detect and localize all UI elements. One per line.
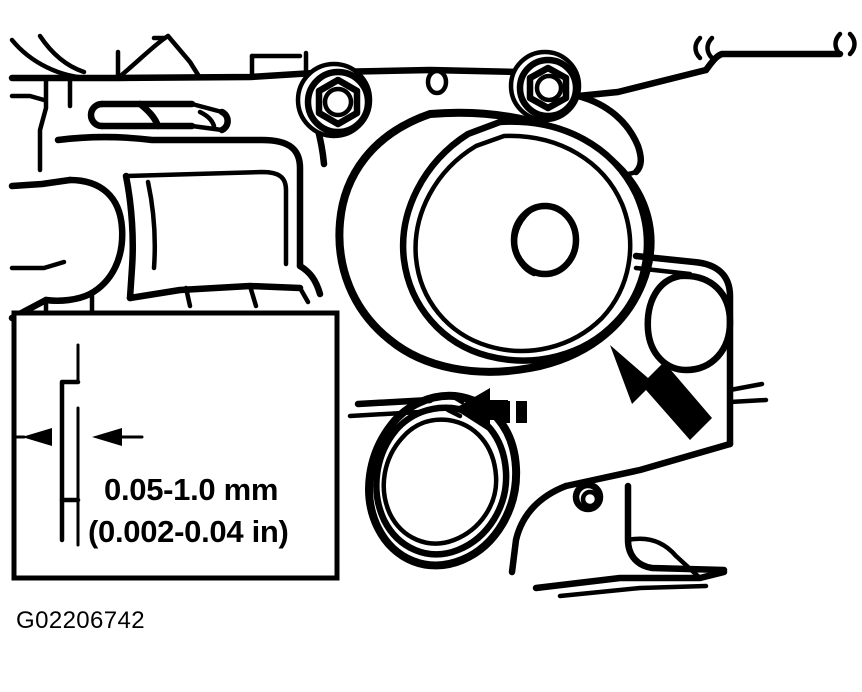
- clearance-metric-text: 0.05-1.0 mm: [104, 472, 278, 507]
- filter-callout-arrow: [610, 345, 712, 440]
- sealing-ring: [365, 391, 521, 570]
- hex-bolt-upper-right: [508, 49, 582, 123]
- gasket-callout-arrow: [454, 388, 527, 432]
- oil-filter-body: [335, 108, 655, 376]
- boss-hole-upper: [425, 68, 449, 96]
- lower-right-casting: [508, 252, 769, 599]
- clearance-imperial-text: (0.002-0.04 in): [88, 514, 289, 549]
- figure-id-label: G02206742: [16, 607, 145, 634]
- mid-right-ledge: [347, 396, 434, 419]
- hex-bolt-upper-left: [295, 61, 373, 139]
- engine-block-casting: [8, 33, 524, 322]
- clearance-inset-box: 0.05-1.0 mm (0.002-0.04 in): [11, 310, 340, 581]
